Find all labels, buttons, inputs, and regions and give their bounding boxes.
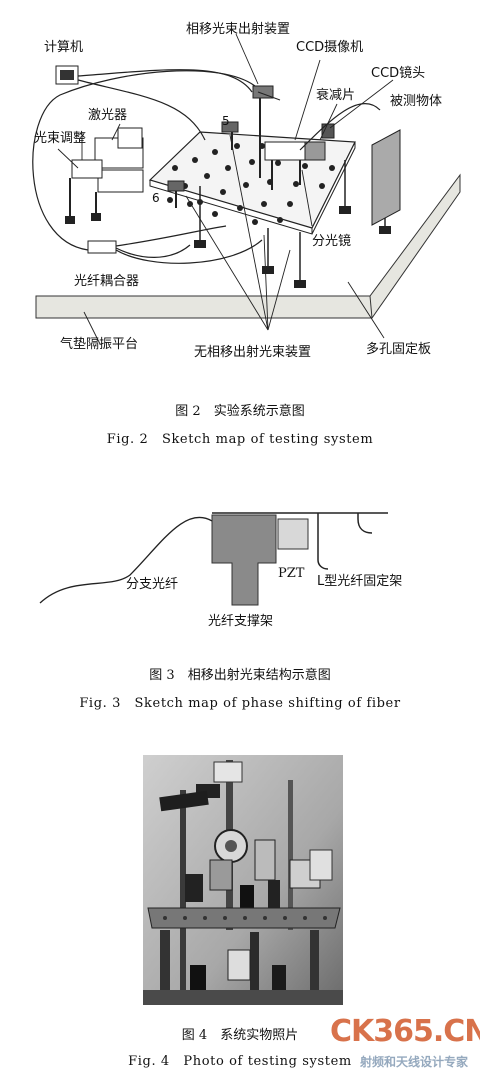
label-l-fiber-holder: L型光纤固定架 xyxy=(317,574,403,589)
label-beam-adjust: 光束调整 xyxy=(34,131,87,146)
label-ccd-camera: CCD摄像机 xyxy=(296,40,364,55)
label-fiber-support: 光纤支撑架 xyxy=(208,614,274,629)
label-phase-beam-device: 相移光束出射装置 xyxy=(186,22,291,37)
label-branch-fiber: 分支光纤 xyxy=(126,577,179,592)
fig4-caption-en: Fig. 4 Photo of testing system xyxy=(128,1054,352,1069)
label-fiber-coupler: 光纤耦合器 xyxy=(74,274,140,289)
label-ccd-lens: CCD镜头 xyxy=(371,66,426,81)
fig4-photo xyxy=(143,755,343,1005)
watermark-slogan: 射频和天线设计专家 xyxy=(360,1055,469,1069)
label-beam-splitter: 分光镜 xyxy=(312,234,352,249)
fig3-diagram xyxy=(39,512,388,606)
label-laser: 激光器 xyxy=(88,108,128,123)
label-attenuator: 衰减片 xyxy=(316,88,356,103)
label-air-cushion-table: 气垫隔振平台 xyxy=(60,337,139,352)
fig4-caption-cn: 图 4 系统实物照片 xyxy=(181,1028,299,1043)
label-porous-plate: 多孔固定板 xyxy=(366,342,432,357)
label-measured-object: 被测物体 xyxy=(390,94,443,109)
label-pzt: PZT xyxy=(278,566,305,581)
fig2-diagram xyxy=(32,33,461,345)
label-number-6: 6 xyxy=(152,191,160,205)
fig2-caption-cn: 图 2 实验系统示意图 xyxy=(175,404,305,419)
label-computer: 计算机 xyxy=(44,40,84,55)
watermark-logo: CK365.CN xyxy=(330,1014,480,1049)
label-number-5: 5 xyxy=(222,114,230,128)
label-no-phase-beam-device: 无相移出射光束装置 xyxy=(194,345,312,360)
fig2-caption-en: Fig. 2 Sketch map of testing system xyxy=(106,432,374,447)
fig3-caption-cn: 图 3 相移出射光束结构示意图 xyxy=(149,668,331,683)
fig3-caption-en: Fig. 3 Sketch map of phase shifting of f… xyxy=(79,696,401,711)
